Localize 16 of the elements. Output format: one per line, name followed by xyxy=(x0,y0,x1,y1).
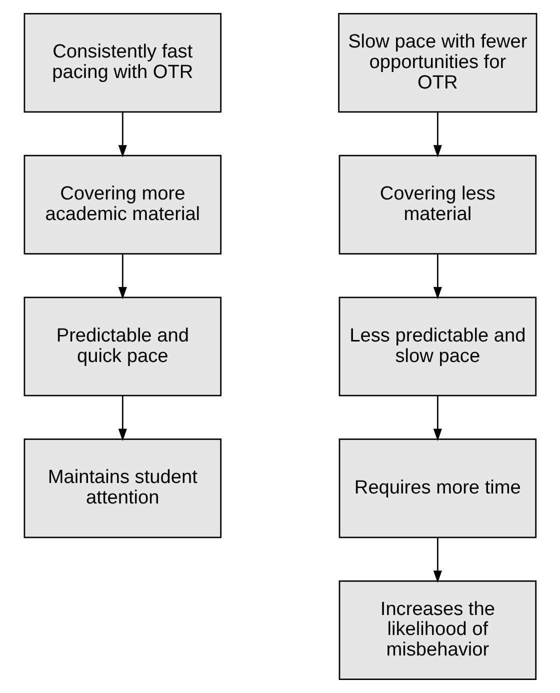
node-box: Less predictable and slow pace xyxy=(338,296,536,396)
node-box: Increases the likelihood of misbehavior xyxy=(338,580,536,680)
node-box: Predictable and quick pace xyxy=(23,296,222,396)
arrow xyxy=(432,254,442,300)
node-box: Slow pace with fewer opportunities for OTR xyxy=(338,13,537,113)
arrow xyxy=(118,112,126,158)
node-box: Requires more time xyxy=(338,438,536,538)
node-box: Covering less material xyxy=(338,154,536,254)
arrow xyxy=(432,538,442,583)
arrow xyxy=(432,396,442,442)
node-box: Consistently fast pacing with OTR xyxy=(23,13,222,113)
node-box: Maintains student attention xyxy=(23,438,222,538)
node-box: Covering more academic material xyxy=(23,154,222,254)
arrow xyxy=(432,112,442,158)
arrow xyxy=(118,254,126,300)
arrow xyxy=(118,396,126,442)
